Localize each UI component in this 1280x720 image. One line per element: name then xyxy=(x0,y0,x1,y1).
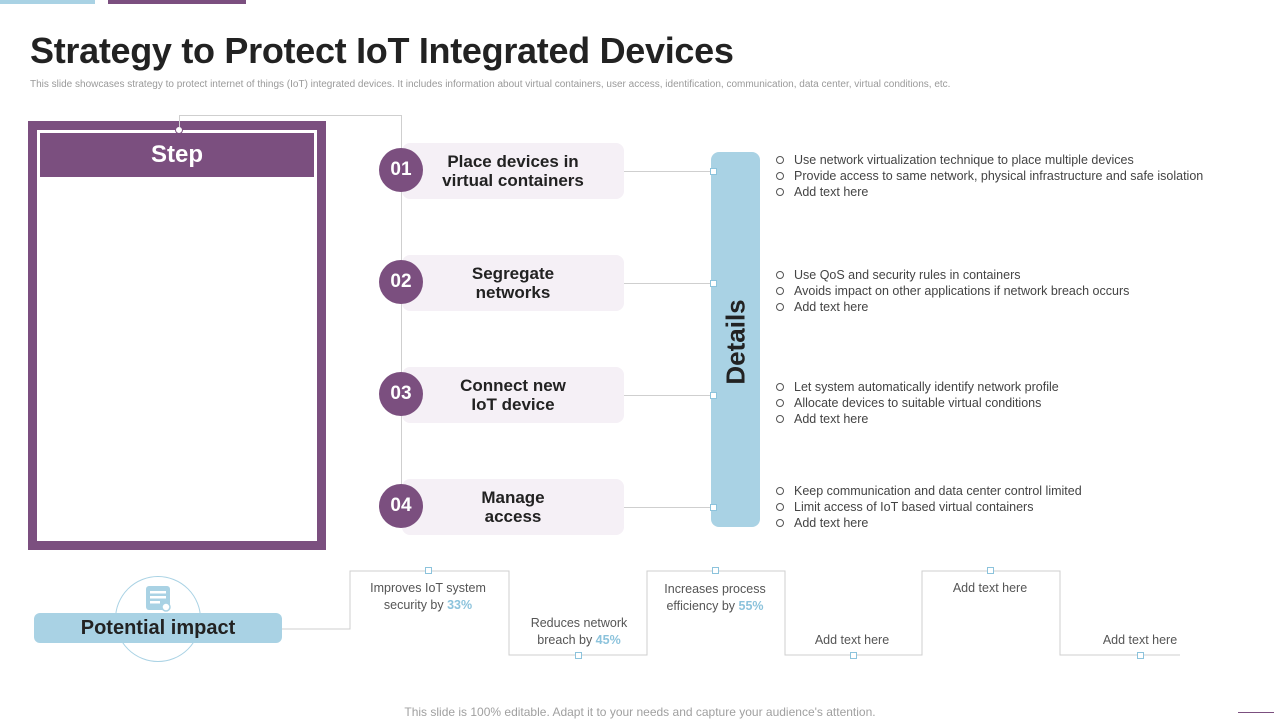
impact-item-3: Increases process efficiency by 55% xyxy=(664,582,766,613)
accent-bar-purple xyxy=(108,0,246,4)
details-list-1: Use network virtualization technique to … xyxy=(776,152,1203,200)
step-connector-dot xyxy=(175,126,183,134)
step-header: Step xyxy=(40,133,314,177)
impact-item-4: Add text here xyxy=(814,633,890,647)
connector-square xyxy=(710,504,717,511)
impact-item-5: Add text here xyxy=(952,581,1028,595)
impact-marker xyxy=(850,652,857,659)
page-title: Strategy to Protect IoT Integrated Devic… xyxy=(30,30,734,71)
document-icon xyxy=(146,586,171,612)
page-subtitle: This slide showcases strategy to protect… xyxy=(30,79,951,90)
step-connector xyxy=(624,395,714,396)
connector-square xyxy=(710,392,717,399)
details-label: Details xyxy=(720,299,751,385)
impact-item-2: Reduces network breach by 45% xyxy=(530,616,628,647)
list-item: Allocate devices to suitable virtual con… xyxy=(776,395,1059,411)
list-item: Keep communication and data center contr… xyxy=(776,483,1082,499)
list-item: Provide access to same network, physical… xyxy=(776,168,1203,184)
impact-marker xyxy=(987,567,994,574)
impact-marker xyxy=(1137,652,1144,659)
accent-bar-blue xyxy=(0,0,95,4)
step-number-4: 04 xyxy=(379,484,423,528)
step-connector xyxy=(624,171,714,172)
connector-line xyxy=(179,115,180,127)
step-connector xyxy=(624,507,714,508)
step-number-2: 02 xyxy=(379,260,423,304)
list-item: Let system automatically identify networ… xyxy=(776,379,1059,395)
details-bar xyxy=(711,152,760,527)
step-panel: Step xyxy=(28,121,326,550)
connector-square xyxy=(710,168,717,175)
connector-line xyxy=(180,115,402,116)
list-item: Add text here xyxy=(776,299,1129,315)
list-item: Add text here xyxy=(776,515,1082,531)
details-list-4: Keep communication and data center contr… xyxy=(776,483,1082,531)
list-item: Add text here xyxy=(776,184,1203,200)
impact-marker xyxy=(575,652,582,659)
details-list-3: Let system automatically identify networ… xyxy=(776,379,1059,427)
connector-line xyxy=(401,115,402,505)
connector-square xyxy=(710,280,717,287)
list-item: Add text here xyxy=(776,411,1059,427)
list-item: Use network virtualization technique to … xyxy=(776,152,1203,168)
impact-marker xyxy=(425,567,432,574)
potential-impact-label: Potential impact xyxy=(34,613,282,643)
step-connector xyxy=(624,283,714,284)
impact-item-1: Improves IoT system security by 33% xyxy=(370,581,486,612)
impact-item-6: Add text here xyxy=(1102,633,1178,647)
corner-accent-line xyxy=(1238,712,1274,713)
list-item: Use QoS and security rules in containers xyxy=(776,267,1129,283)
step-number-1: 01 xyxy=(379,148,423,192)
list-item: Limit access of IoT based virtual contai… xyxy=(776,499,1082,515)
step-number-3: 03 xyxy=(379,372,423,416)
footer-note: This slide is 100% editable. Adapt it to… xyxy=(404,705,876,719)
list-item: Avoids impact on other applications if n… xyxy=(776,283,1129,299)
details-list-2: Use QoS and security rules in containers… xyxy=(776,267,1129,315)
impact-marker xyxy=(712,567,719,574)
